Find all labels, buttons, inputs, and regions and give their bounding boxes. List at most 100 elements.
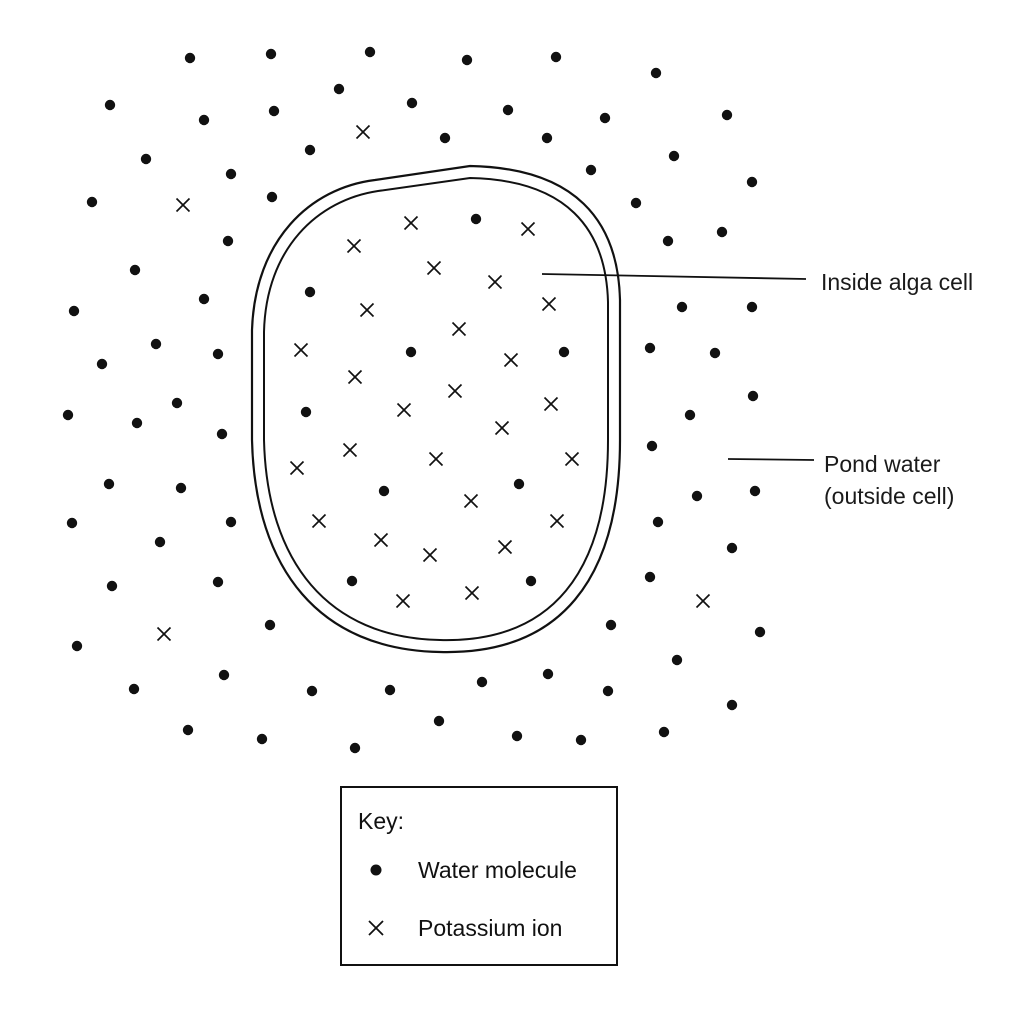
water-molecule	[131, 417, 143, 429]
water-molecule	[726, 699, 738, 711]
potassium-ion	[464, 585, 480, 601]
potassium-ion-cross-icon	[368, 920, 384, 936]
water-molecule	[502, 104, 514, 116]
potassium-ion	[447, 383, 463, 399]
water-molecule	[222, 235, 234, 247]
water-molecule	[154, 536, 166, 548]
water-molecule	[264, 619, 276, 631]
pond-water-label: Pond water (outside cell)	[824, 448, 954, 512]
water-molecule	[716, 226, 728, 238]
water-molecule	[265, 48, 277, 60]
water-molecule	[658, 726, 670, 738]
water-molecule	[676, 301, 688, 313]
potassium-ion	[426, 260, 442, 276]
water-molecule	[652, 516, 664, 528]
pond-water-label-line2: (outside cell)	[824, 483, 955, 509]
water-molecule	[575, 734, 587, 746]
key-title: Key:	[358, 808, 405, 834]
potassium-ion	[355, 124, 371, 140]
water-molecule	[198, 293, 210, 305]
key-water-label: Water molecule	[418, 857, 577, 883]
potassium-ion	[347, 369, 363, 385]
potassium-ion	[346, 238, 362, 254]
potassium-ion	[293, 342, 309, 358]
water-molecule	[129, 264, 141, 276]
water-molecule	[684, 409, 696, 421]
potassium-ion	[497, 539, 513, 555]
particles-layer	[62, 46, 766, 754]
potassium-ion	[395, 593, 411, 609]
water-molecule	[461, 54, 473, 66]
water-molecule	[304, 144, 316, 156]
potassium-ion	[487, 274, 503, 290]
water-molecule	[746, 301, 758, 313]
potassium-ion	[175, 197, 191, 213]
water-molecule	[541, 132, 553, 144]
potassium-ion	[543, 396, 559, 412]
water-molecule	[268, 105, 280, 117]
potassium-ion	[463, 493, 479, 509]
water-molecule	[646, 440, 658, 452]
potassium-ion	[289, 460, 305, 476]
water-molecule	[644, 571, 656, 583]
potassium-ion	[403, 215, 419, 231]
water-molecule	[585, 164, 597, 176]
potassium-ion	[428, 451, 444, 467]
potassium-ion	[503, 352, 519, 368]
water-molecule	[726, 542, 738, 554]
water-molecule	[558, 346, 570, 358]
water-molecule	[644, 342, 656, 354]
water-molecule	[103, 478, 115, 490]
potassium-ion	[311, 513, 327, 529]
water-molecule	[476, 676, 488, 688]
water-molecule	[225, 516, 237, 528]
water-molecule	[66, 517, 78, 529]
water-molecule	[216, 428, 228, 440]
cell-wall-inner	[263, 176, 609, 642]
water-molecule	[691, 490, 703, 502]
potassium-ion	[564, 451, 580, 467]
water-molecule	[668, 150, 680, 162]
water-molecule	[306, 685, 318, 697]
potassium-ion	[541, 296, 557, 312]
water-molecule	[525, 575, 537, 587]
key-row-potassium: Potassium ion	[342, 912, 616, 944]
potassium-ion	[342, 442, 358, 458]
water-molecule	[171, 397, 183, 409]
water-molecule	[749, 485, 761, 497]
potassium-ion	[156, 626, 172, 642]
water-molecule	[364, 46, 376, 58]
water-molecule	[709, 347, 721, 359]
water-molecule	[128, 683, 140, 695]
potassium-ion	[422, 547, 438, 563]
potassium-ion	[373, 532, 389, 548]
water-molecule	[550, 51, 562, 63]
water-molecule	[747, 390, 759, 402]
pond-label-line	[727, 458, 815, 461]
water-molecule	[212, 576, 224, 588]
water-molecule	[140, 153, 152, 165]
water-molecule	[349, 742, 361, 754]
potassium-ion	[396, 402, 412, 418]
water-molecule	[378, 485, 390, 497]
water-molecule	[439, 132, 451, 144]
water-molecule	[754, 626, 766, 638]
water-molecule	[384, 684, 396, 696]
potassium-ion	[451, 321, 467, 337]
water-molecule	[175, 482, 187, 494]
water-molecule	[513, 478, 525, 490]
water-molecule	[346, 575, 358, 587]
water-molecule	[300, 406, 312, 418]
water-molecule	[662, 235, 674, 247]
water-molecule	[106, 580, 118, 592]
water-molecule	[406, 97, 418, 109]
water-molecule	[433, 715, 445, 727]
key-box: Key: Water molecule Potassium ion	[340, 786, 618, 966]
key-row-water: Water molecule	[342, 854, 616, 886]
water-molecule	[62, 409, 74, 421]
water-molecule	[304, 286, 316, 298]
water-molecule	[86, 196, 98, 208]
water-molecule	[68, 305, 80, 317]
water-molecule	[405, 346, 417, 358]
